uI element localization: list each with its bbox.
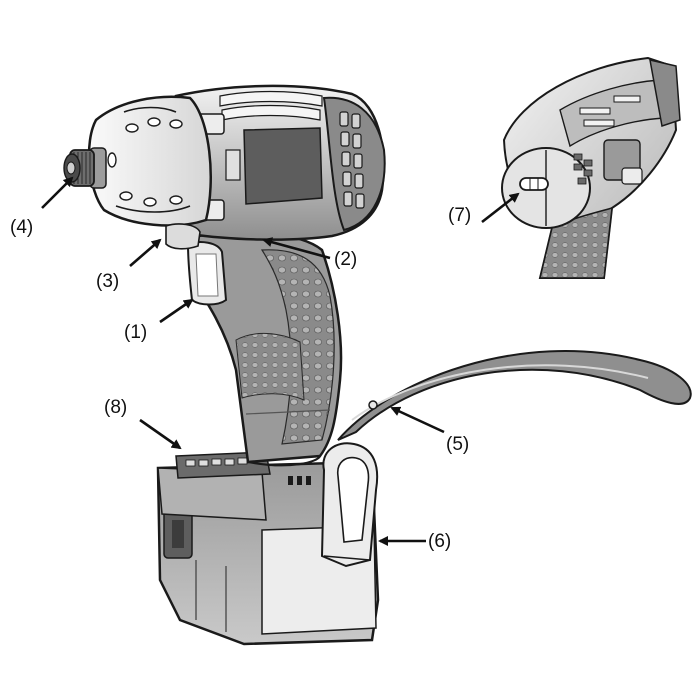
arrow-8	[139, 418, 182, 450]
arrow-2	[262, 237, 331, 260]
arrow-3	[129, 238, 162, 267]
callout-label-7: (7)	[448, 205, 472, 226]
sleeve-chuck	[63, 147, 107, 189]
trigger-switch	[186, 241, 228, 306]
belt-hook	[320, 442, 379, 568]
hammer-case	[87, 95, 212, 227]
arrow-4	[41, 176, 74, 209]
arrow-7	[481, 192, 520, 224]
callout-label-2: (2)	[334, 249, 358, 270]
callout-label-1: (1)	[124, 322, 148, 343]
callout-label-8: (8)	[104, 397, 128, 418]
motor-housing	[174, 84, 386, 241]
lanyard-strap	[337, 350, 692, 441]
callout-label-3: (3)	[96, 271, 120, 292]
handle-grip	[188, 230, 343, 467]
callout-label-5: (5)	[446, 434, 470, 455]
lamp	[165, 223, 201, 250]
callout-label-4: (4)	[10, 217, 34, 238]
arrow-5	[390, 406, 445, 434]
arrow-1	[159, 298, 194, 324]
callout-arrows	[41, 176, 520, 546]
inset-rear-view	[501, 56, 681, 279]
callout-label-6: (6)	[428, 531, 452, 552]
